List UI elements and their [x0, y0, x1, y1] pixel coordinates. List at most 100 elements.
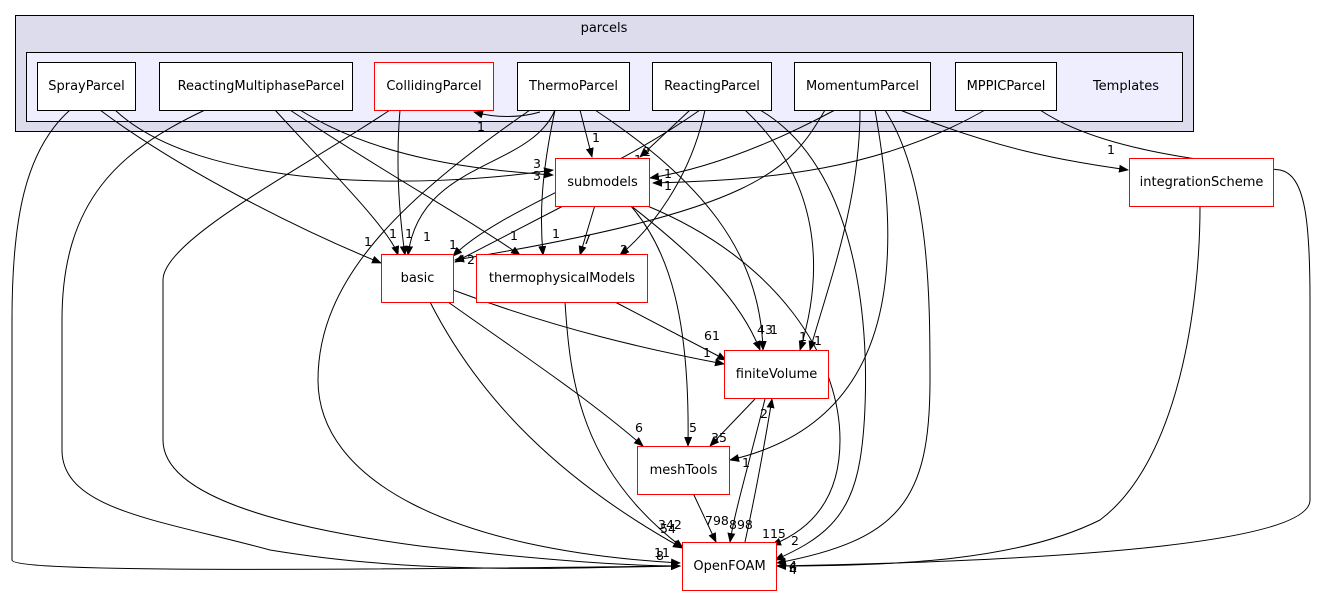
edge-reacting-openfoam [759, 109, 867, 561]
node-label: ThermoParcel [528, 79, 618, 94]
edge-momentum-meshtools [729, 109, 889, 462]
edge-label: 3 [533, 168, 541, 183]
edge-label: 342 [658, 517, 682, 532]
node-collidingparcel[interactable]: CollidingParcel [374, 62, 494, 111]
edge-label: 1 [477, 119, 485, 134]
edge-label: 2 [760, 406, 768, 421]
edge-spray-basic [99, 109, 382, 264]
cluster-parcels-label: parcels [581, 21, 628, 36]
node-label: submodels [567, 175, 638, 190]
edge-label: 35 [711, 430, 727, 445]
edge-reacting-thermophys [619, 109, 706, 256]
edge-momentum-submodels [649, 109, 836, 181]
edge-spray-openfoam [11, 109, 681, 571]
node-label: OpenFOAM [693, 559, 765, 574]
edge-thermo-basic [405, 109, 556, 256]
node-reactingmultiphaseparcel[interactable]: ReactingMultiphaseParcel [159, 62, 353, 111]
edge-label: 5 [689, 420, 697, 435]
node-label: ReactingMultiphaseParcel [178, 79, 345, 94]
edge-label: 2 [620, 242, 628, 257]
edge-label: 11 [654, 545, 670, 560]
node-label: meshTools [650, 463, 718, 478]
edge-label: 54 [660, 521, 676, 536]
edge-label: 1 [703, 345, 711, 360]
node-meshtools[interactable]: meshTools [637, 446, 730, 495]
edge-label: 1 [664, 166, 672, 181]
edge-label: 1 [664, 178, 672, 193]
edge-labels: 1 1 3 3 2 1 1 1 1 1 1 1 1 1 2 1 1 7 2 61… [364, 119, 1115, 577]
edge-label: 6 [635, 420, 643, 435]
node-label: thermophysicalModels [489, 271, 635, 286]
edge-label: 2 [467, 252, 475, 267]
edge-fv-openfoam [727, 398, 766, 543]
edges [11, 109, 1311, 571]
edge-label: 1 [814, 333, 822, 348]
edge-label: 6 [789, 560, 797, 575]
edge-momentum-openfoam [776, 109, 931, 566]
edge-momentum-integration [899, 109, 1129, 173]
edge-label: 1 [405, 226, 413, 241]
node-thermophysicalmodels[interactable]: thermophysicalModels [476, 254, 648, 303]
node-openfoam[interactable]: OpenFOAM [682, 542, 777, 591]
node-label: MomentumParcel [806, 79, 919, 94]
node-reactingparcel[interactable]: ReactingParcel [652, 62, 772, 111]
edge-label: 1 [389, 226, 397, 241]
edge-thermophys-finitevolume [614, 301, 727, 361]
edge-label: 2 [643, 144, 651, 159]
node-label: basic [401, 271, 435, 286]
edge-spray-submodels [114, 109, 554, 182]
edge-rmp-openfoam [61, 109, 681, 571]
edge-label: 1 [423, 229, 431, 244]
node-label: MPPICParcel [967, 79, 1046, 94]
edge-basic-openfoam [429, 301, 683, 549]
edge-thermo-finitevolume [594, 109, 767, 351]
edge-label: 43 [757, 322, 773, 337]
edge-label: 798 [705, 513, 729, 528]
edge-sub-basic [454, 204, 566, 263]
edge-label: 1 [1107, 142, 1115, 157]
edge-reacting-finitevolume [744, 109, 815, 351]
edge-thermo-colliding [473, 110, 541, 119]
edge-label: 1 [799, 329, 807, 344]
node-label: integrationScheme [1140, 175, 1264, 190]
edge-integration-openfoam [776, 206, 1201, 570]
node-momentumparcel[interactable]: MomentumParcel [794, 62, 931, 111]
node-finitevolume[interactable]: finiteVolume [724, 350, 829, 399]
edge-sub-meshtools [629, 204, 693, 447]
edge-mppic-openfoam [776, 109, 1311, 570]
edge-thermo-thermophys [538, 109, 556, 256]
node-mppicparcel[interactable]: MPPICParcel [955, 62, 1057, 111]
edge-thermophys-openfoam [564, 301, 684, 549]
edge-sub-thermophys [578, 204, 596, 256]
edge-label: 898 [729, 517, 753, 532]
edge-meshtools-openfoam [692, 492, 717, 543]
node-label: CollidingParcel [386, 79, 481, 94]
node-integrationscheme[interactable]: integrationScheme [1129, 158, 1274, 207]
node-label: finiteVolume [736, 367, 818, 382]
edge-label: 3 [533, 156, 541, 171]
node-thermoparcel[interactable]: ThermoParcel [517, 62, 630, 111]
edge-momentum-basic [454, 109, 826, 263]
edge-rmp-thermo [289, 109, 521, 256]
edge-label: 1 [770, 322, 778, 337]
node-sprayparcel[interactable]: SprayParcel [37, 62, 136, 111]
node-label: SprayParcel [48, 79, 125, 94]
cluster-templates-label: Templates [1092, 79, 1159, 94]
edge-sub-openfoam [644, 204, 841, 546]
edge-colliding-openfoam [162, 109, 681, 570]
node-label: ReactingParcel [664, 79, 760, 94]
edge-label: 61 [704, 328, 720, 343]
edge-label: 1 [742, 455, 750, 470]
edge-basic-meshtools [447, 301, 644, 447]
edge-rmp-basic [274, 109, 400, 256]
edge-label: 4 [789, 562, 797, 577]
edge-label: 1 [449, 237, 457, 252]
edge-label: 1 [364, 234, 372, 249]
node-basic[interactable]: basic [381, 254, 454, 303]
edge-rmp-submodels [299, 109, 554, 179]
node-submodels[interactable]: submodels [555, 158, 650, 207]
edge-label: 1 [592, 130, 600, 145]
edge-thermo-openfoam [317, 109, 681, 567]
edge-colliding-basic [397, 109, 408, 256]
